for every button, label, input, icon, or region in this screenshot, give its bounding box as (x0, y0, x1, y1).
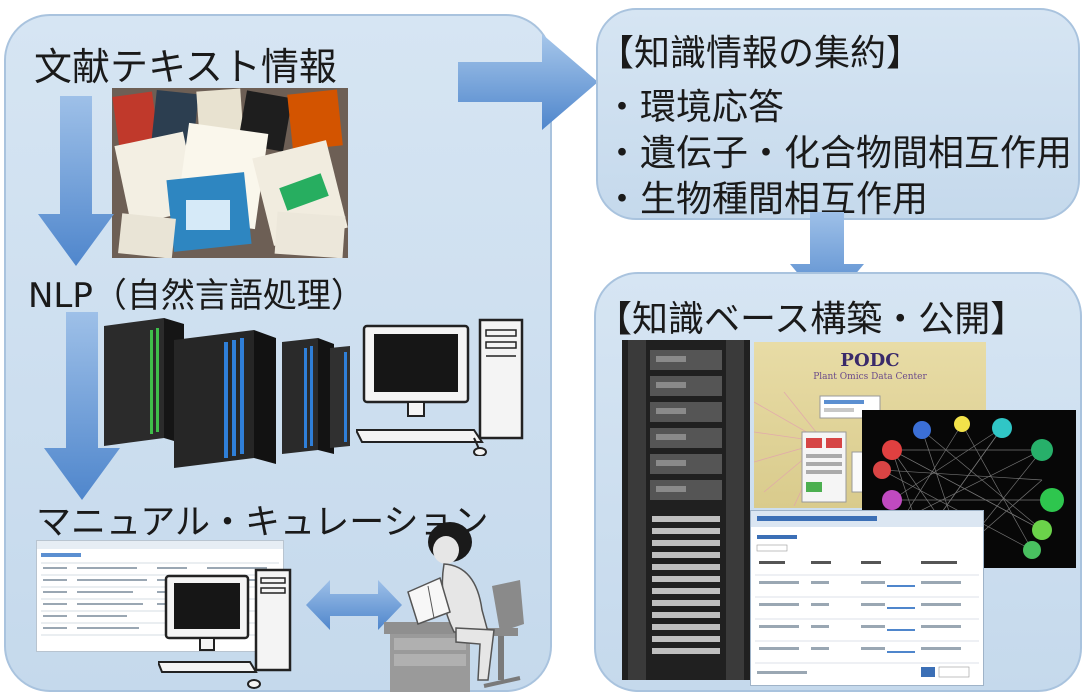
podc-subtitle: Plant Omics Data Center (813, 372, 927, 382)
down-arrow-icon (38, 96, 114, 266)
network-visualization (862, 410, 1076, 568)
podc-title: PODC (840, 350, 900, 371)
person-reading-icon (384, 522, 524, 692)
knowledge-base-heading: 【知識ベース構築・公開】 (596, 299, 1027, 340)
aggregation-item: ・遺伝子・化合物間相互作用 (604, 133, 1073, 174)
double-arrow-icon (306, 580, 402, 630)
aggregation-item: ・環境応答 (604, 87, 785, 128)
annotation-table-screenshot (750, 510, 984, 686)
desktop-computer-icon (356, 318, 524, 456)
server-rack-photo (622, 340, 750, 680)
aggregation-heading: 【知識情報の集約】 (598, 33, 923, 74)
down-arrow-icon (44, 312, 120, 500)
literature-photo (112, 88, 348, 258)
desktop-computer-icon (158, 568, 292, 689)
right-arrow-icon (458, 34, 598, 130)
aggregation-item: ・生物種間相互作用 (604, 179, 929, 220)
server-rack-icon (104, 318, 350, 468)
curation-label: マニュアル・キュレーション (36, 503, 489, 543)
nlp-label: NLP（自然言語処理） (28, 276, 365, 316)
literature-title: 文献テキスト情報 (34, 45, 337, 89)
knowledge-aggregation-panel (596, 8, 1080, 220)
